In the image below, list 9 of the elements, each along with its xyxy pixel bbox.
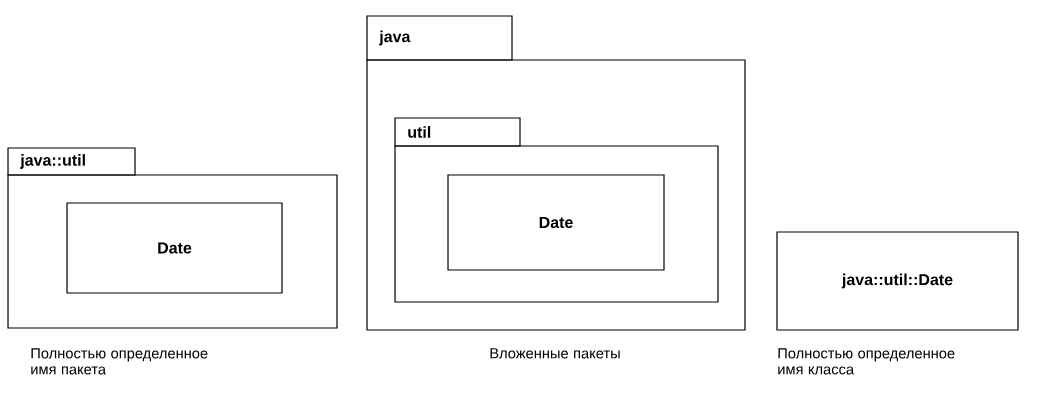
caption: Полностью определенное имя класса [778, 348, 955, 375]
caption: Полностью определенное имя пакета [31, 348, 208, 375]
class-box: Date [66, 202, 283, 294]
class-box: Date [447, 174, 665, 271]
node-label: java::util [20, 154, 85, 169]
node-label: java [379, 30, 411, 46]
class-box: java::util::Date [776, 231, 1019, 331]
node-label: util [408, 126, 431, 138]
caption: Вложенные пакеты [490, 348, 620, 359]
